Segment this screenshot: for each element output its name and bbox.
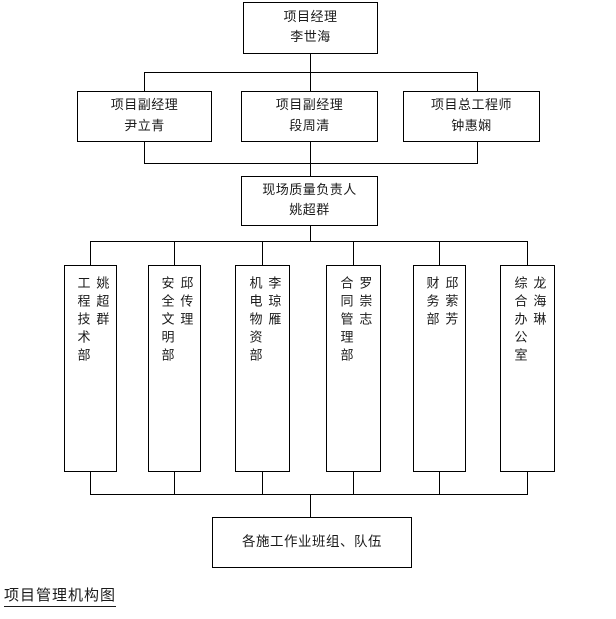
connector-level2-stem-right xyxy=(477,142,478,163)
node-department-finance-title: 财务部 xyxy=(423,276,439,330)
node-department-safety[interactable]: 安全文明部 邱传理 xyxy=(148,265,201,472)
connector-department-drop-1 xyxy=(90,241,91,265)
connector-department-drop-2 xyxy=(174,241,175,265)
node-department-general-office-title: 综合办公室 xyxy=(511,276,527,366)
node-department-general-office-person: 龙海琳 xyxy=(530,276,546,330)
node-deputy-manager-2-title: 项目副经理 xyxy=(275,98,344,114)
node-deputy-manager-1-person: 尹立青 xyxy=(124,118,165,134)
node-deputy-manager-2-person: 段周清 xyxy=(289,118,330,134)
node-department-contract-person: 罗崇志 xyxy=(356,276,372,330)
connector-departments-bus xyxy=(90,241,527,242)
node-deputy-manager-1-title: 项目副经理 xyxy=(110,98,179,114)
connector-department-drop-4 xyxy=(353,241,354,265)
node-project-manager-title: 项目经理 xyxy=(283,9,338,25)
node-department-finance-person: 邱萦芳 xyxy=(442,276,458,330)
node-deputy-manager-2[interactable]: 项目副经理 段周清 xyxy=(241,91,378,142)
connector-department-drop-6 xyxy=(527,241,528,265)
connector-department-stem-4 xyxy=(353,472,354,494)
node-project-manager-person: 李世海 xyxy=(290,30,331,45)
connector-department-stem-2 xyxy=(174,472,175,494)
connector-level3-bus xyxy=(144,163,478,164)
connector-department-drop-5 xyxy=(439,241,440,265)
connector-level2-drop-left xyxy=(144,72,145,91)
node-department-finance[interactable]: 财务部 邱萦芳 xyxy=(413,265,466,472)
connector-top-stem xyxy=(310,54,311,72)
node-quality-supervisor-title: 现场质量负责人 xyxy=(262,182,357,198)
node-department-safety-title: 安全文明部 xyxy=(158,276,174,366)
node-project-manager[interactable]: 项目经理 李世海 xyxy=(243,2,378,54)
node-department-contract[interactable]: 合同管理部 罗崇志 xyxy=(326,265,381,472)
node-construction-teams-label: 各施工作业班组、队伍 xyxy=(242,534,382,551)
connector-department-drop-3 xyxy=(262,241,263,265)
node-department-engineering[interactable]: 工程技术部 姚超群 xyxy=(64,265,117,472)
connector-bottom-bus xyxy=(90,494,528,495)
connector-level2-stem-center xyxy=(310,142,311,163)
node-department-engineering-person: 姚超群 xyxy=(93,276,109,330)
connector-department-stem-6 xyxy=(527,472,528,494)
node-chief-engineer[interactable]: 项目总工程师 钟惠娴 xyxy=(403,91,540,142)
node-department-electromechanical-title: 机电物资部 xyxy=(246,276,262,366)
node-department-safety-person: 邱传理 xyxy=(177,276,193,330)
node-construction-teams[interactable]: 各施工作业班组、队伍 xyxy=(212,517,412,568)
node-department-general-office[interactable]: 综合办公室 龙海琳 xyxy=(500,265,555,472)
node-quality-supervisor-person: 姚超群 xyxy=(289,203,330,218)
connector-departments-stem xyxy=(310,226,311,241)
node-department-contract-title: 合同管理部 xyxy=(337,276,353,366)
connector-department-stem-3 xyxy=(262,472,263,494)
connector-level2-drop-center xyxy=(310,72,311,91)
node-deputy-manager-1[interactable]: 项目副经理 尹立青 xyxy=(77,91,212,142)
connector-level3-stem xyxy=(310,163,311,176)
node-chief-engineer-title: 项目总工程师 xyxy=(430,98,512,114)
node-chief-engineer-person: 钟惠娴 xyxy=(451,118,492,134)
node-department-electromechanical[interactable]: 机电物资部 李琼雁 xyxy=(235,265,290,472)
connector-department-stem-5 xyxy=(439,472,440,494)
chart-caption: 项目管理机构图 xyxy=(4,586,117,607)
connector-level2-drop-right xyxy=(477,72,478,91)
connector-bottom-stem xyxy=(310,494,311,517)
connector-level2-stem-left xyxy=(144,142,145,163)
node-quality-supervisor[interactable]: 现场质量负责人 姚超群 xyxy=(241,176,378,226)
node-department-engineering-title: 工程技术部 xyxy=(74,276,90,366)
node-department-electromechanical-person: 李琼雁 xyxy=(265,276,281,330)
connector-department-stem-1 xyxy=(90,472,91,494)
